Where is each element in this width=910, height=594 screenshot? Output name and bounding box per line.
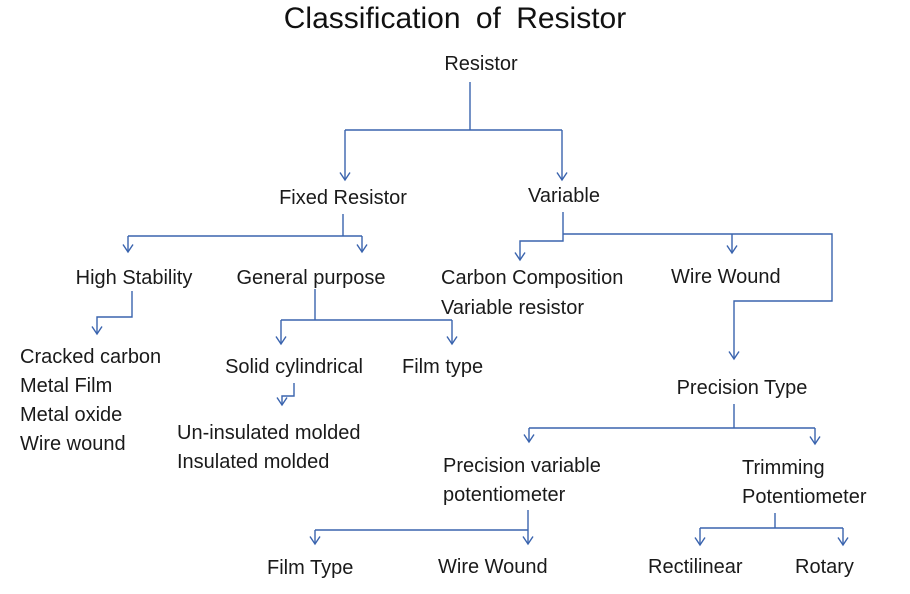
node-rectilinear: Rectilinear xyxy=(648,556,743,578)
node-film-type-general: Film type xyxy=(402,356,484,378)
list-item-insulated-molded: Insulated molded xyxy=(177,451,330,473)
node-resistor: Resistor xyxy=(444,53,518,75)
node-precision-type: Precision Type xyxy=(676,377,808,399)
node-high-stability: High Stability xyxy=(75,267,193,289)
node-trimming-line1: Trimming xyxy=(742,457,825,479)
list-item-metal-film: Metal Film xyxy=(20,375,113,397)
node-wire-wound-variable: Wire Wound xyxy=(671,266,781,288)
node-solid-cylindrical: Solid cylindrical xyxy=(225,356,363,378)
node-fixed-resistor: Fixed Resistor xyxy=(279,187,407,209)
arrow-to-carbon-composition xyxy=(514,212,564,262)
arrow-to-precision-type xyxy=(563,233,833,361)
node-high-stability-types: Cracked carbon Metal Film Metal oxide Wi… xyxy=(20,343,161,459)
node-general-purpose: General purpose xyxy=(236,267,386,289)
node-molded-types: Un-insulated molded Insulated molded xyxy=(177,419,360,477)
connector-trunk-lines xyxy=(128,82,843,531)
list-item-uninsulated-molded: Un-insulated molded xyxy=(177,422,361,444)
node-precision-variable-line1: Precision variable xyxy=(443,455,601,477)
arrow-to-high-stability-types xyxy=(91,291,133,336)
node-trimming-potentiometer: Trimming Potentiometer xyxy=(742,454,867,512)
arrow-to-molded-types xyxy=(276,383,295,407)
node-carbon-composition-line1: Carbon Composition xyxy=(441,267,624,289)
node-rotary: Rotary xyxy=(795,556,854,578)
node-wire-wound-precision: Wire Wound xyxy=(438,556,548,578)
node-carbon-composition-line2: Variable resistor xyxy=(441,297,585,319)
node-precision-variable-line2: potentiometer xyxy=(443,484,566,506)
page-title: Classification of Resistor xyxy=(283,2,627,35)
node-trimming-line2: Potentiometer xyxy=(742,486,867,508)
node-carbon-composition: Carbon Composition Variable resistor xyxy=(441,263,623,323)
list-item-wire-wound: Wire wound xyxy=(20,433,126,455)
list-item-cracked-carbon: Cracked carbon xyxy=(20,346,162,368)
node-precision-variable-potentiometer: Precision variable potentiometer xyxy=(443,452,601,510)
list-item-metal-oxide: Metal oxide xyxy=(20,404,123,426)
node-variable: Variable xyxy=(528,185,600,207)
node-film-type-precision: Film Type xyxy=(267,557,354,579)
